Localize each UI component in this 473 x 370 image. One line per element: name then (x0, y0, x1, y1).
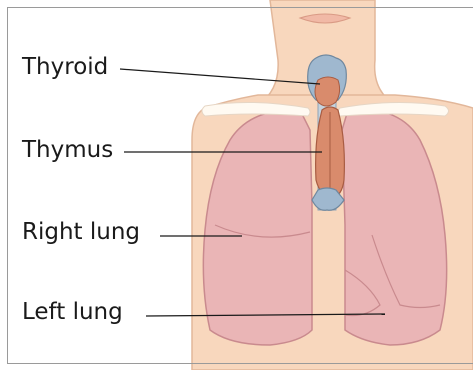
thyroid-lobe (315, 77, 340, 106)
thyroid-label: Thyroid (22, 56, 108, 79)
left-lung-label: Left lung (22, 301, 123, 324)
right-lung-label: Right lung (22, 221, 140, 244)
thymus-label: Thymus (22, 139, 113, 162)
